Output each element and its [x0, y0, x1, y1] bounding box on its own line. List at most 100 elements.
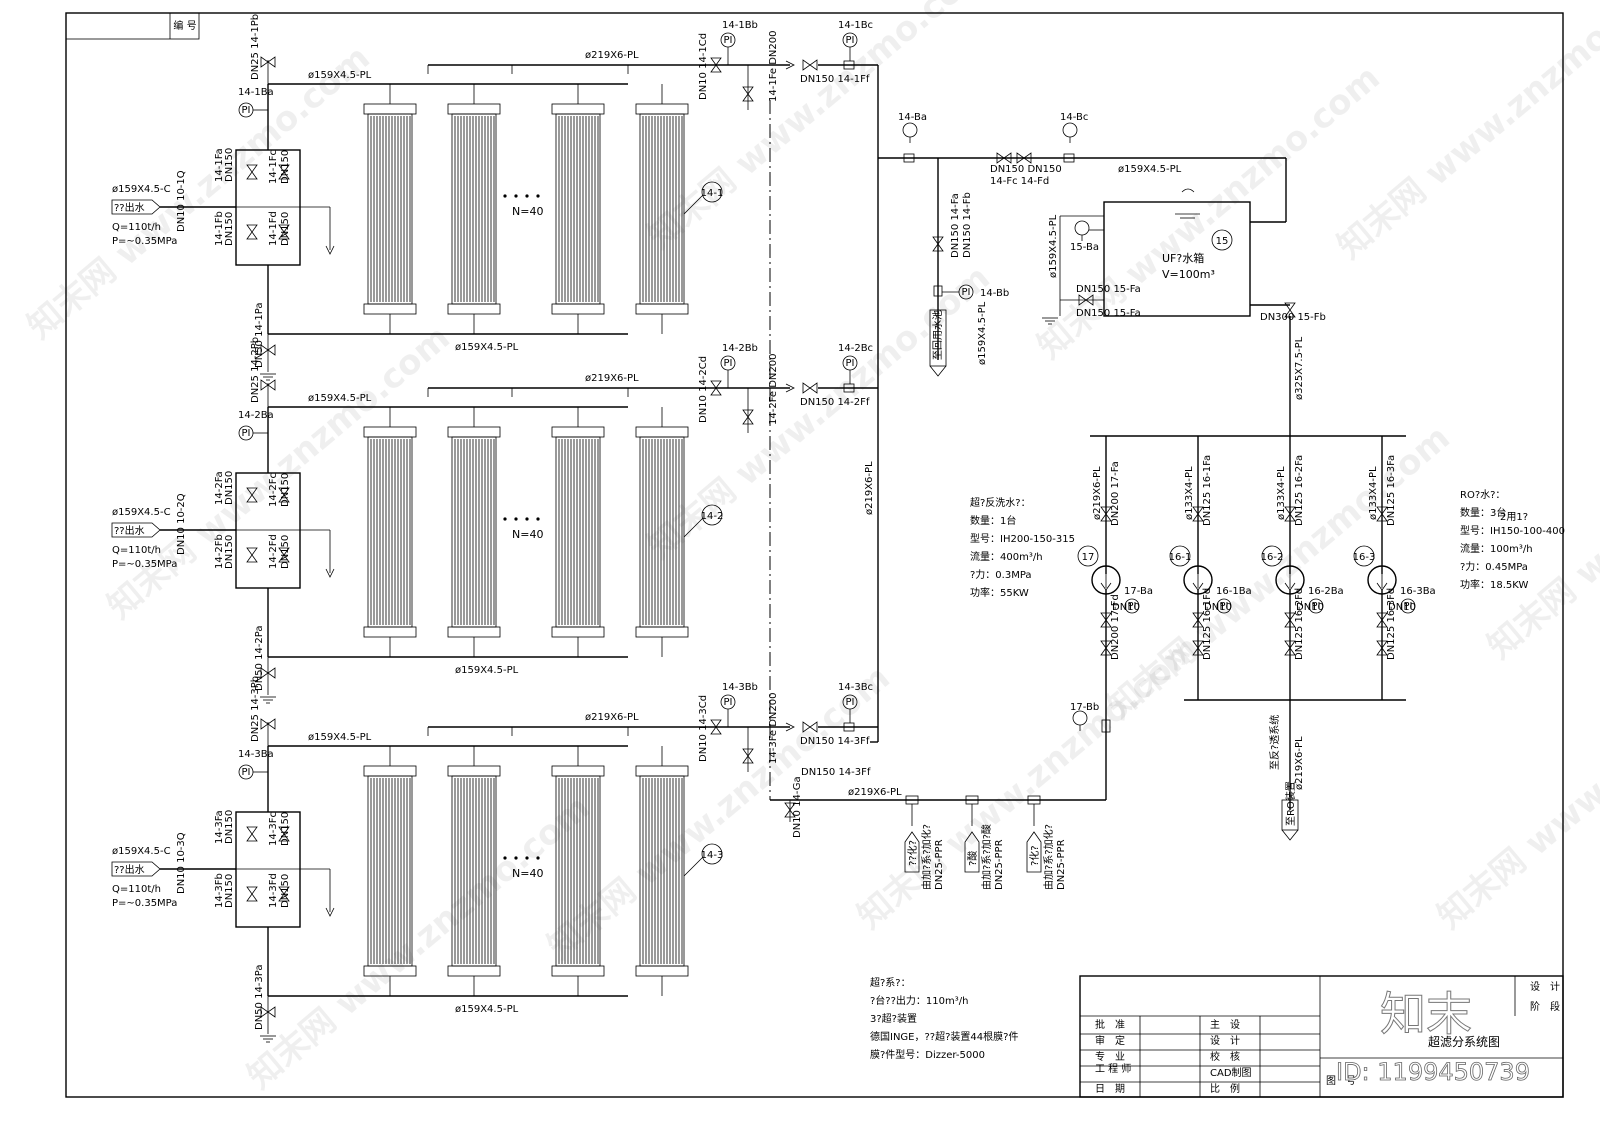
- title-block: 批 准主 设审 定设 计专 业工 程 师校 核CAD制图日 期比 例超滤分系统图…: [1079, 975, 1564, 1098]
- system-note-line3: 德国INGE，??超?装置44根膜?件: [870, 1030, 1018, 1043]
- dosing-pipe-label: DN25-PPR: [1056, 839, 1067, 890]
- dosing-pipe-label: DN25-PPR: [934, 839, 945, 890]
- dosing-chem-label: ?化?: [1028, 845, 1041, 866]
- bottom-header-label: ø159X4.5-PL: [455, 342, 519, 353]
- system-note-title: 超?系?：: [870, 976, 911, 989]
- gauge-symbol: PI: [1404, 601, 1413, 612]
- gauge-symbol: PI: [846, 358, 855, 369]
- tank-volume: V=100m³: [1162, 268, 1215, 281]
- gauge-left-label: 14-3Ba: [238, 749, 274, 760]
- valve-icon: [1376, 640, 1388, 656]
- tank-valve-in-label: DN150 15-Fa: [1076, 284, 1141, 295]
- watermark-text: 知末网 www.znzmo.com: [1030, 58, 1388, 367]
- tank-tag: 15: [1211, 229, 1233, 251]
- backwash-spec-model: 型号：IH200-150-315: [970, 532, 1075, 545]
- main-riser-label: ø219X6-PL: [864, 461, 875, 515]
- bottom-valve-label: DN50 14-2Pa: [254, 626, 265, 692]
- backwash-header-label: ø219X6-PL: [848, 787, 902, 798]
- valve-icon: [1016, 152, 1032, 164]
- pressure-gauge-icon: [1074, 220, 1090, 241]
- pump-tag-text: 17: [1082, 552, 1095, 563]
- top-drain-valve-label: DN25 14-1Pb: [250, 14, 261, 80]
- pump-valve-dn-label: DN10: [1112, 602, 1140, 613]
- dosing-chem-label: ?酸: [966, 851, 979, 866]
- valve-icon: [1078, 294, 1094, 306]
- valve-icon: [1284, 506, 1296, 522]
- tank-gauge-label: 15-Ba: [1070, 242, 1099, 253]
- tb-drawing-no: 图 号: [1326, 1075, 1356, 1087]
- tb-scale: 比 例: [1210, 1082, 1240, 1095]
- pressure-gauge-icon: PI: [720, 355, 736, 371]
- product-pipe-label: ø219X6-PL: [585, 712, 639, 723]
- pump-valve-top-label: DN125 16-1Fa: [1202, 455, 1213, 526]
- pressure-gauge-icon: PI: [238, 764, 254, 780]
- inlet-pipe-label: ø159X4.5-C: [112, 184, 171, 195]
- pressure-gauge-icon: PI: [842, 32, 858, 48]
- valve-fc-dn: DN150: [280, 812, 291, 846]
- pressure-gauge-icon: PI: [1400, 598, 1416, 614]
- tank-out-pipe-label: ø325X7.5-PL: [1294, 336, 1305, 400]
- valve-icon: [710, 380, 722, 396]
- pressure-gauge-icon: PI: [720, 32, 736, 48]
- ro-spec-qty-note: 2用1?: [1500, 512, 1528, 523]
- pump-valve-top-label: DN125 16-2Fa: [1294, 455, 1305, 526]
- valve-icon: [1192, 506, 1204, 522]
- tb-drawing-title: 超滤分系统图: [1428, 1034, 1500, 1049]
- ro-pump-spec: RO?水?：数量：3台2用1?型号：IH150-100-400流量：100m³/…: [1460, 489, 1565, 591]
- pump-valve-bot-label: DN125 16-3Fd: [1386, 588, 1397, 660]
- backwash-spec-power: 功率：55KW: [970, 586, 1029, 599]
- gauge-symbol: PI: [846, 697, 855, 708]
- pump-gauge-label: 17-Ba: [1124, 586, 1153, 597]
- valve-icon: [710, 57, 722, 73]
- module-tag: 14-3: [701, 843, 723, 865]
- tank-inlet-pipe-label: ø159X4.5-PL: [1048, 214, 1059, 278]
- valve-ff-label: DN150 14-3Ff: [800, 736, 870, 747]
- gauge-symbol: PI: [1220, 601, 1229, 612]
- valve-icon: [260, 344, 276, 356]
- valve-fc-dn: DN150: [280, 150, 291, 184]
- valve-icon: [1100, 612, 1112, 628]
- gauge-symbol: PI: [1128, 601, 1137, 612]
- valve-fd-dn: DN150: [280, 212, 291, 246]
- valve-fd-dn: DN150: [280, 874, 291, 908]
- watermark-text: 知末网 www.znzmo.com: [1330, 0, 1600, 267]
- valve-icon: [278, 164, 290, 180]
- gauge-right-label: 14-1Bc: [838, 20, 873, 31]
- pump-gauge-label: 16-1Ba: [1216, 586, 1252, 597]
- pump-pipe-label: ø133X4-PL: [1368, 466, 1379, 520]
- tank-tag-text: 15: [1216, 236, 1229, 247]
- ro-outlet-pipe-label: ø219X6-PL: [1294, 736, 1305, 790]
- pressure-gauge-icon: PI: [1308, 598, 1324, 614]
- tb-engineer: 工 程 师: [1095, 1062, 1131, 1075]
- small-valve-label: DN10 10-1Q: [176, 170, 187, 232]
- valve-fb-dn: DN150: [224, 535, 235, 569]
- pressure-gauge-icon: [902, 122, 918, 143]
- bypass-branch-gauge-label: 14-Bb: [980, 288, 1009, 299]
- valve-icon: [996, 152, 1012, 164]
- uf-membrane-module: [363, 103, 417, 315]
- valve-fb-dn: DN150: [224, 874, 235, 908]
- small-valve-label: DN10 10-3Q: [176, 832, 187, 894]
- valve-icon: [1376, 506, 1388, 522]
- tb-review: 审 定: [1095, 1034, 1125, 1047]
- valve-icon: [278, 547, 290, 563]
- dosing-chem-label: ??化?: [906, 840, 919, 866]
- valve-icon: [260, 667, 276, 679]
- pump-tag: 17: [1077, 545, 1099, 567]
- gauge-mid-label: 14-1Bb: [722, 20, 758, 31]
- drain-icon: [1042, 317, 1058, 325]
- product-pipe-label: ø219X6-PL: [585, 50, 639, 61]
- pump-valve-bot-label: DN200 17-Fd: [1110, 594, 1121, 660]
- tb-approve: 批 准: [1095, 1018, 1125, 1031]
- tb-date: 日 期: [1095, 1083, 1125, 1095]
- uf-membrane-module: [551, 426, 605, 638]
- tank-valve-in-label-2: DN150 15-Fa: [1076, 308, 1141, 319]
- ro-spec-model: 型号：IH150-100-400: [1460, 524, 1565, 537]
- dosing-point: ?化?由加?系?加化?DN25-PPR: [1026, 795, 1067, 890]
- product-pipe-label: ø219X6-PL: [585, 373, 639, 384]
- inlet-label: ??出水: [114, 524, 145, 537]
